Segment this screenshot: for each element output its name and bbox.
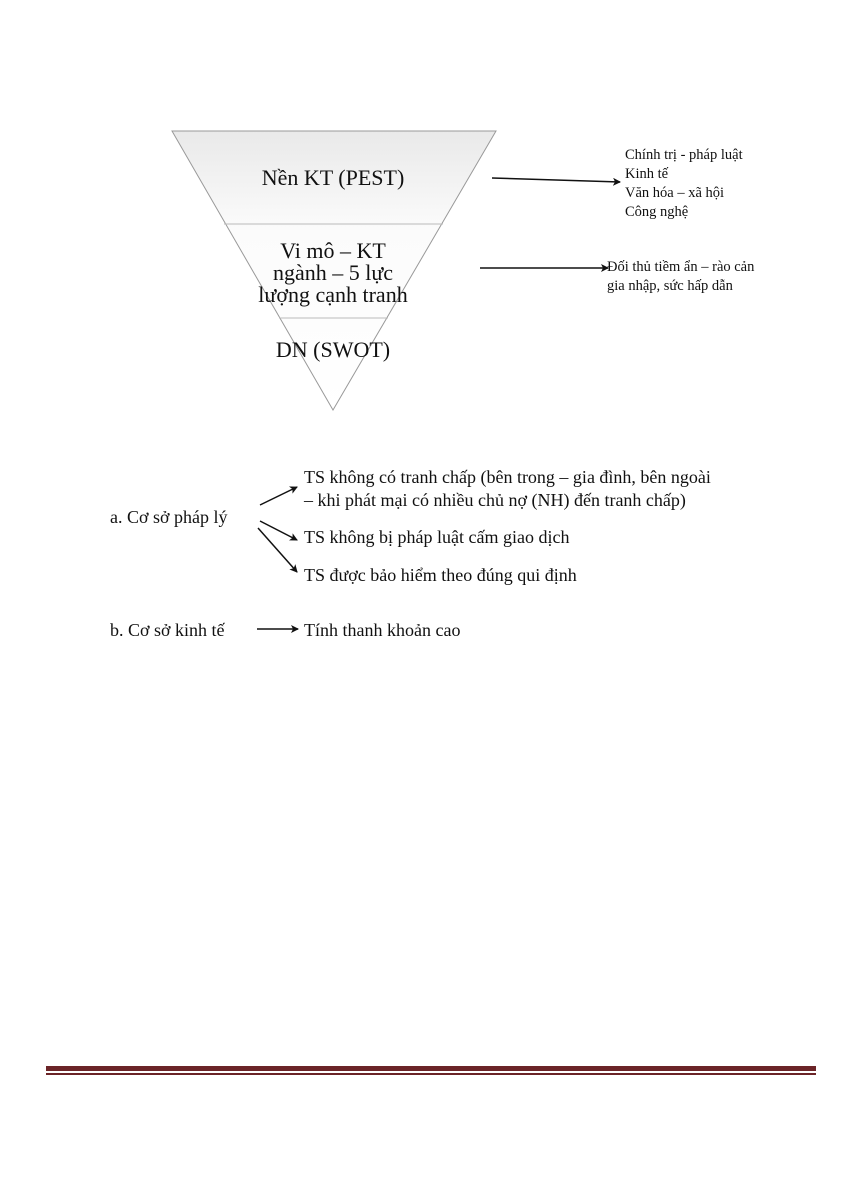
pest-factor: Chính trị - pháp luật <box>625 147 743 163</box>
micro-note: gia nhập, sức hấp dẫn <box>607 278 733 294</box>
footer-rule-thin <box>46 1073 816 1075</box>
arrow-pest <box>491 177 621 186</box>
micro-note: Đối thủ tiềm ẩn – rào cản <box>607 259 755 275</box>
economic-basis-label: b. Cơ sở kinh tế <box>110 620 225 640</box>
pest-factor: Công nghệ <box>625 204 689 220</box>
pyramid-level-firm: DN (SWOT) <box>275 337 391 362</box>
pyramid-level-micro-line: Vi mô – KT <box>280 238 386 263</box>
pyramid-level-micro-line: ngành – 5 lực <box>272 260 394 285</box>
legal-item: TS không bị pháp luật cấm giao dịch <box>304 527 570 547</box>
arrow-legal-1 <box>259 486 298 506</box>
arrow-legal-2 <box>259 520 298 541</box>
legal-item: TS không có tranh chấp (bên trong – gia … <box>304 467 711 487</box>
arrow-legal-3 <box>257 527 298 573</box>
legal-item-continued: – khi phát mại có nhiều chủ nợ (NH) đến … <box>304 490 686 510</box>
economic-item: Tính thanh khoản cao <box>304 620 461 640</box>
legal-basis-label: a. Cơ sở pháp lý <box>110 507 228 527</box>
pest-factor: Kinh tế <box>625 166 669 182</box>
pyramid-level-macro: Nền KT (PEST) <box>261 165 405 190</box>
pyramid-level-micro-line: lượng cạnh tranh <box>258 282 408 307</box>
legal-item: TS được bảo hiểm theo đúng qui định <box>304 565 577 585</box>
pest-factor: Văn hóa – xã hội <box>625 185 725 201</box>
footer-rule <box>46 1066 816 1071</box>
pyramid-triangle <box>171 130 497 411</box>
